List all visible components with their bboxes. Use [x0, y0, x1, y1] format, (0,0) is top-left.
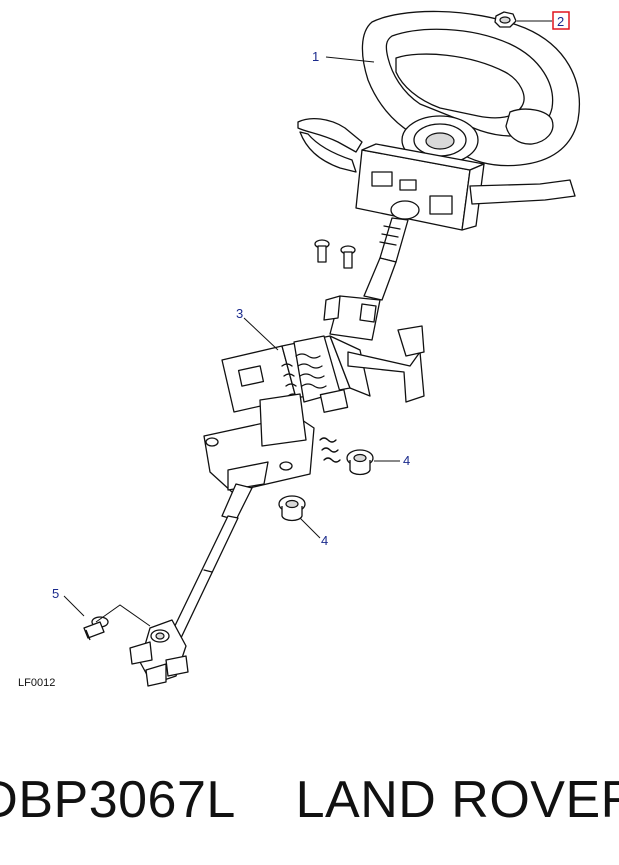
mounting-nut-lower [278, 495, 306, 522]
combination-switch [297, 117, 576, 231]
callout-4-upper: 4 [403, 453, 410, 468]
lower-shaft [169, 483, 253, 641]
steering-column-assembly [203, 295, 425, 493]
callout-4-lower: 4 [321, 533, 328, 548]
callout-2-highlight [552, 11, 570, 30]
callout-labels: 1 2 3 4 4 5 LF0012 [18, 11, 570, 689]
drawing-code: LF0012 [18, 677, 55, 689]
part-caption: DBP3067L LAND ROVER [0, 760, 619, 840]
steering-column-diagram: 1 2 3 4 4 5 LF0012 [18, 10, 580, 689]
steering-wheel-nut [494, 11, 517, 28]
universal-joint [129, 619, 189, 687]
mounting-nut-upper [346, 449, 374, 476]
part-number: DBP3067L [0, 771, 236, 829]
pinch-bolt [83, 616, 109, 641]
callout-1: 1 [312, 49, 319, 64]
callout-3: 3 [236, 306, 243, 321]
leader-lines [63, 20, 552, 627]
callout-5: 5 [52, 586, 59, 601]
upper-shaft [363, 217, 409, 301]
mounting-bolts [314, 239, 356, 269]
callout-2: 2 [557, 14, 564, 29]
caption-spacer [236, 770, 296, 830]
steering-wheel [361, 10, 580, 167]
brand-name: LAND ROVER [295, 771, 619, 829]
